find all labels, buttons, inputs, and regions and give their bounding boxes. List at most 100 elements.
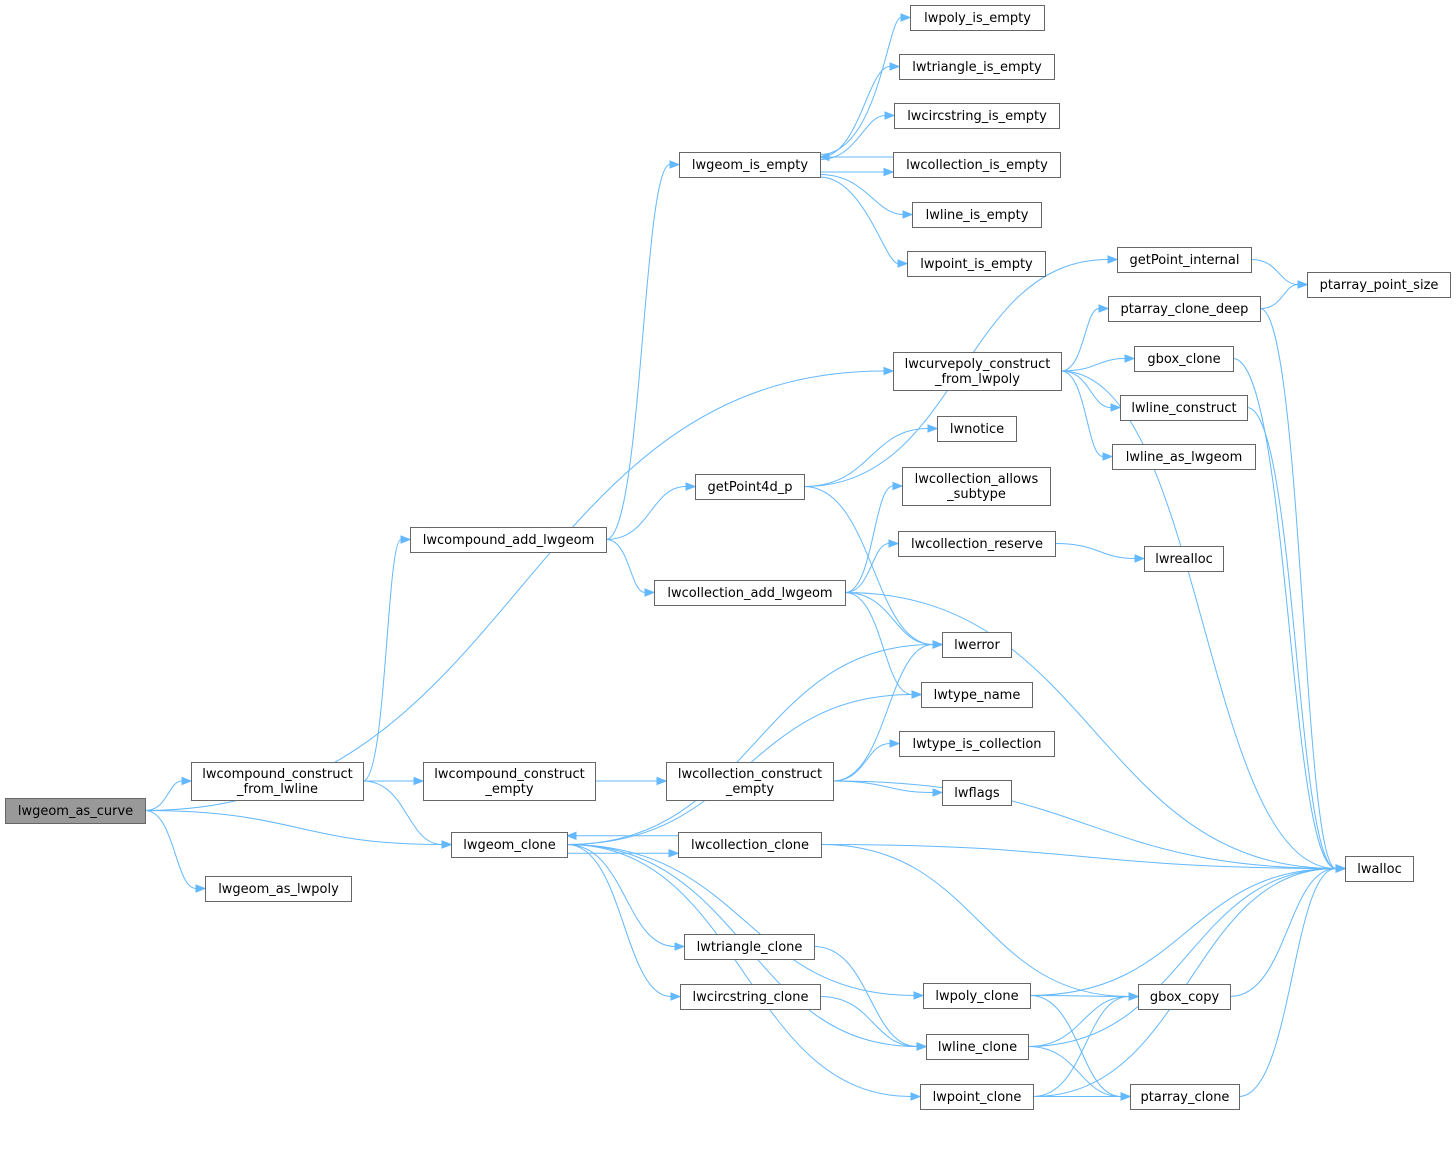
edge-lwcurvepoly-construct-from-lwpoly-to-ptarray-clone-deep-arrowhead — [1098, 304, 1110, 313]
node-lwcircstring-clone[interactable]: lwcircstring_clone — [680, 984, 821, 1010]
edge-lwpoint-clone-to-lwalloc — [1032, 868, 1337, 1097]
edge-lwgeom-is-empty-to-lwcollection-is-empty-arrowhead — [883, 167, 895, 177]
node-box — [423, 762, 596, 801]
node-label: lwtriangle_is_empty — [912, 60, 1042, 75]
edge-lwcurvepoly-construct-from-lwpoly-to-gbox-clone — [1060, 358, 1126, 372]
edge-lwpoint-clone-to-gbox-copy-arrowhead — [1128, 992, 1140, 1001]
edge-lwcurvepoly-construct-from-lwpoly-to-lwalloc — [1060, 370, 1337, 869]
node-lwcollection-reserve[interactable]: lwcollection_reserve — [898, 531, 1056, 557]
edge-lwtriangle-clone-to-lwline-clone — [813, 946, 918, 1047]
node-gbox-copy[interactable]: gbox_copy — [1138, 984, 1231, 1010]
node-lwcollection-is-empty[interactable]: lwcollection_is_empty — [893, 152, 1061, 178]
node-lwpoly-is-empty[interactable]: lwpoly_is_empty — [910, 5, 1045, 31]
node-label: lwcompound_construct — [202, 767, 352, 782]
node-lwrealloc[interactable]: lwrealloc — [1144, 546, 1224, 572]
edge-lwcollection-construct-empty-to-lwtype-is-collection-arrowhead — [889, 739, 901, 748]
node-box — [899, 54, 1055, 80]
edge-lwcompound-add-lwgeom-to-lwcollection-add-lwgeom-arrowhead — [644, 588, 656, 597]
node-ptarray-clone-deep[interactable]: ptarray_clone_deep — [1108, 296, 1261, 322]
node-label: lwcurvepoly_construct — [905, 357, 1051, 372]
node-lwpoint-clone[interactable]: lwpoint_clone — [920, 1084, 1034, 1110]
node-lwflags[interactable]: lwflags — [942, 780, 1012, 806]
edge-lwgeom-is-empty-to-lwpoly-is-empty-arrowhead — [900, 13, 912, 22]
edge-getPoint4d-p-to-lwnotice — [803, 428, 929, 487]
node-label: lwcollection_clone — [691, 838, 809, 853]
node-label: lwflags — [954, 786, 1000, 801]
node-lwcollection-clone[interactable]: lwcollection_clone — [678, 832, 822, 858]
node-label: _from_lwline — [236, 782, 318, 797]
node-lwnotice[interactable]: lwnotice — [937, 416, 1017, 442]
node-label: lwpoly_is_empty — [924, 11, 1031, 26]
edge-getPoint-internal-to-ptarray-point-size — [1250, 259, 1299, 285]
edge-lwgeom-clone-to-lwpoly-clone-arrowhead — [913, 991, 925, 1000]
node-box — [654, 580, 846, 606]
edge-lwcircstring-clone-to-lwline-clone-arrowhead — [916, 1042, 928, 1051]
node-getPoint-internal[interactable]: getPoint_internal — [1117, 247, 1252, 273]
node-lwcompound-construct-empty[interactable]: lwcompound_construct_empty — [423, 762, 596, 801]
node-lwline-as-lwgeom[interactable]: lwline_as_lwgeom — [1112, 444, 1256, 470]
edge-lwcurvepoly-construct-from-lwpoly-to-lwline-as-lwgeom-arrowhead — [1102, 452, 1114, 461]
edge-lwcollection-add-lwgeom-to-lwcollection-allows-subtype — [844, 485, 894, 593]
node-lwtriangle-clone[interactable]: lwtriangle_clone — [684, 934, 815, 960]
edge-lwcurvepoly-construct-from-lwpoly-to-lwline-as-lwgeom — [1060, 370, 1104, 457]
node-lwalloc[interactable]: lwalloc — [1345, 856, 1414, 882]
edge-lwpoly-clone-to-lwalloc — [1029, 868, 1337, 996]
edges-layer — [144, 13, 1347, 1101]
node-label: lwcollection_construct — [678, 767, 822, 782]
edge-lwpoly-clone-to-gbox-copy — [1029, 995, 1130, 997]
node-label: lwcompound_construct — [434, 767, 584, 782]
edge-lwcollection-add-lwgeom-to-lwtype-name — [844, 592, 913, 695]
node-lwgeom-is-empty[interactable]: lwgeom_is_empty — [679, 152, 821, 178]
node-lwtype-name[interactable]: lwtype_name — [921, 682, 1033, 708]
node-label: ptarray_clone_deep — [1121, 302, 1249, 317]
edge-lwcollection-is-empty-to-lwgeom-is-empty-arrowhead — [818, 152, 830, 162]
edge-lwcompound-construct-from-lwline-to-lwgeom-clone — [362, 780, 443, 845]
node-lwcompound-add-lwgeom[interactable]: lwcompound_add_lwgeom — [410, 527, 607, 553]
node-label: lwtriangle_clone — [697, 940, 803, 955]
node-lwline-construct[interactable]: lwline_construct — [1120, 395, 1248, 421]
node-lwcollection-add-lwgeom[interactable]: lwcollection_add_lwgeom — [654, 580, 846, 606]
edge-lwgeom-is-empty-to-lwcircstring-is-empty-arrowhead — [884, 111, 896, 120]
node-box — [1307, 272, 1451, 298]
node-lwline-clone[interactable]: lwline_clone — [926, 1034, 1029, 1060]
node-label: lwcompound_add_lwgeom — [423, 533, 595, 548]
edge-lwcollection-reserve-to-lwrealloc-arrowhead — [1134, 554, 1146, 563]
node-lwgeom-as-curve[interactable]: lwgeom_as_curve — [5, 798, 146, 824]
node-label: lwalloc — [1357, 862, 1402, 877]
node-ptarray-point-size[interactable]: ptarray_point_size — [1307, 272, 1451, 298]
node-label: getPoint_internal — [1129, 253, 1239, 268]
edge-lwgeom-as-curve-to-lwgeom-clone — [144, 810, 443, 845]
node-label: lwcircstring_clone — [693, 990, 809, 1005]
node-label: lwnotice — [950, 422, 1004, 437]
edge-lwgeom-clone-to-lwtype-name-arrowhead — [911, 690, 923, 699]
node-lwcompound-construct-from-lwline[interactable]: lwcompound_construct_from_lwline — [191, 762, 364, 801]
node-lwgeom-clone[interactable]: lwgeom_clone — [451, 832, 568, 858]
node-box — [410, 527, 607, 553]
node-box — [912, 202, 1042, 228]
edge-lwcollection-add-lwgeom-to-lwalloc — [844, 592, 1337, 869]
node-lwpoly-clone[interactable]: lwpoly_clone — [923, 983, 1031, 1009]
node-box — [1345, 856, 1414, 882]
node-box — [907, 251, 1046, 277]
edge-lwpoint-clone-to-ptarray-clone-arrowhead — [1120, 1092, 1132, 1101]
edge-lwcompound-add-lwgeom-to-lwgeom-is-empty-arrowhead — [669, 160, 681, 169]
node-lwcurvepoly-construct-from-lwpoly[interactable]: lwcurvepoly_construct_from_lwpoly — [893, 352, 1062, 391]
node-box — [1120, 395, 1248, 421]
node-lwtriangle-is-empty[interactable]: lwtriangle_is_empty — [899, 54, 1055, 80]
node-box — [910, 5, 1045, 31]
edge-lwgeom-clone-to-lwtriangle-clone — [566, 844, 676, 947]
node-lwpoint-is-empty[interactable]: lwpoint_is_empty — [907, 251, 1046, 277]
node-lwtype-is-collection[interactable]: lwtype_is_collection — [899, 731, 1055, 757]
node-ptarray-clone[interactable]: ptarray_clone — [1130, 1084, 1240, 1110]
node-gbox-clone[interactable]: gbox_clone — [1134, 346, 1234, 372]
node-lwcollection-allows-subtype[interactable]: lwcollection_allows_subtype — [902, 467, 1051, 506]
node-lwgeom-as-lwpoly[interactable]: lwgeom_as_lwpoly — [205, 876, 352, 902]
edge-lwgeom-as-curve-to-lwgeom-as-lwpoly-arrowhead — [195, 884, 207, 893]
node-getPoint4d-p[interactable]: getPoint4d_p — [695, 474, 805, 500]
node-lwline-is-empty[interactable]: lwline_is_empty — [912, 202, 1042, 228]
edge-lwcollection-add-lwgeom-to-lwcollection-reserve-arrowhead — [888, 539, 900, 548]
node-lwerror[interactable]: lwerror — [942, 632, 1012, 658]
node-lwcircstring-is-empty[interactable]: lwcircstring_is_empty — [894, 103, 1060, 129]
node-lwcollection-construct-empty[interactable]: lwcollection_construct_empty — [666, 762, 834, 801]
